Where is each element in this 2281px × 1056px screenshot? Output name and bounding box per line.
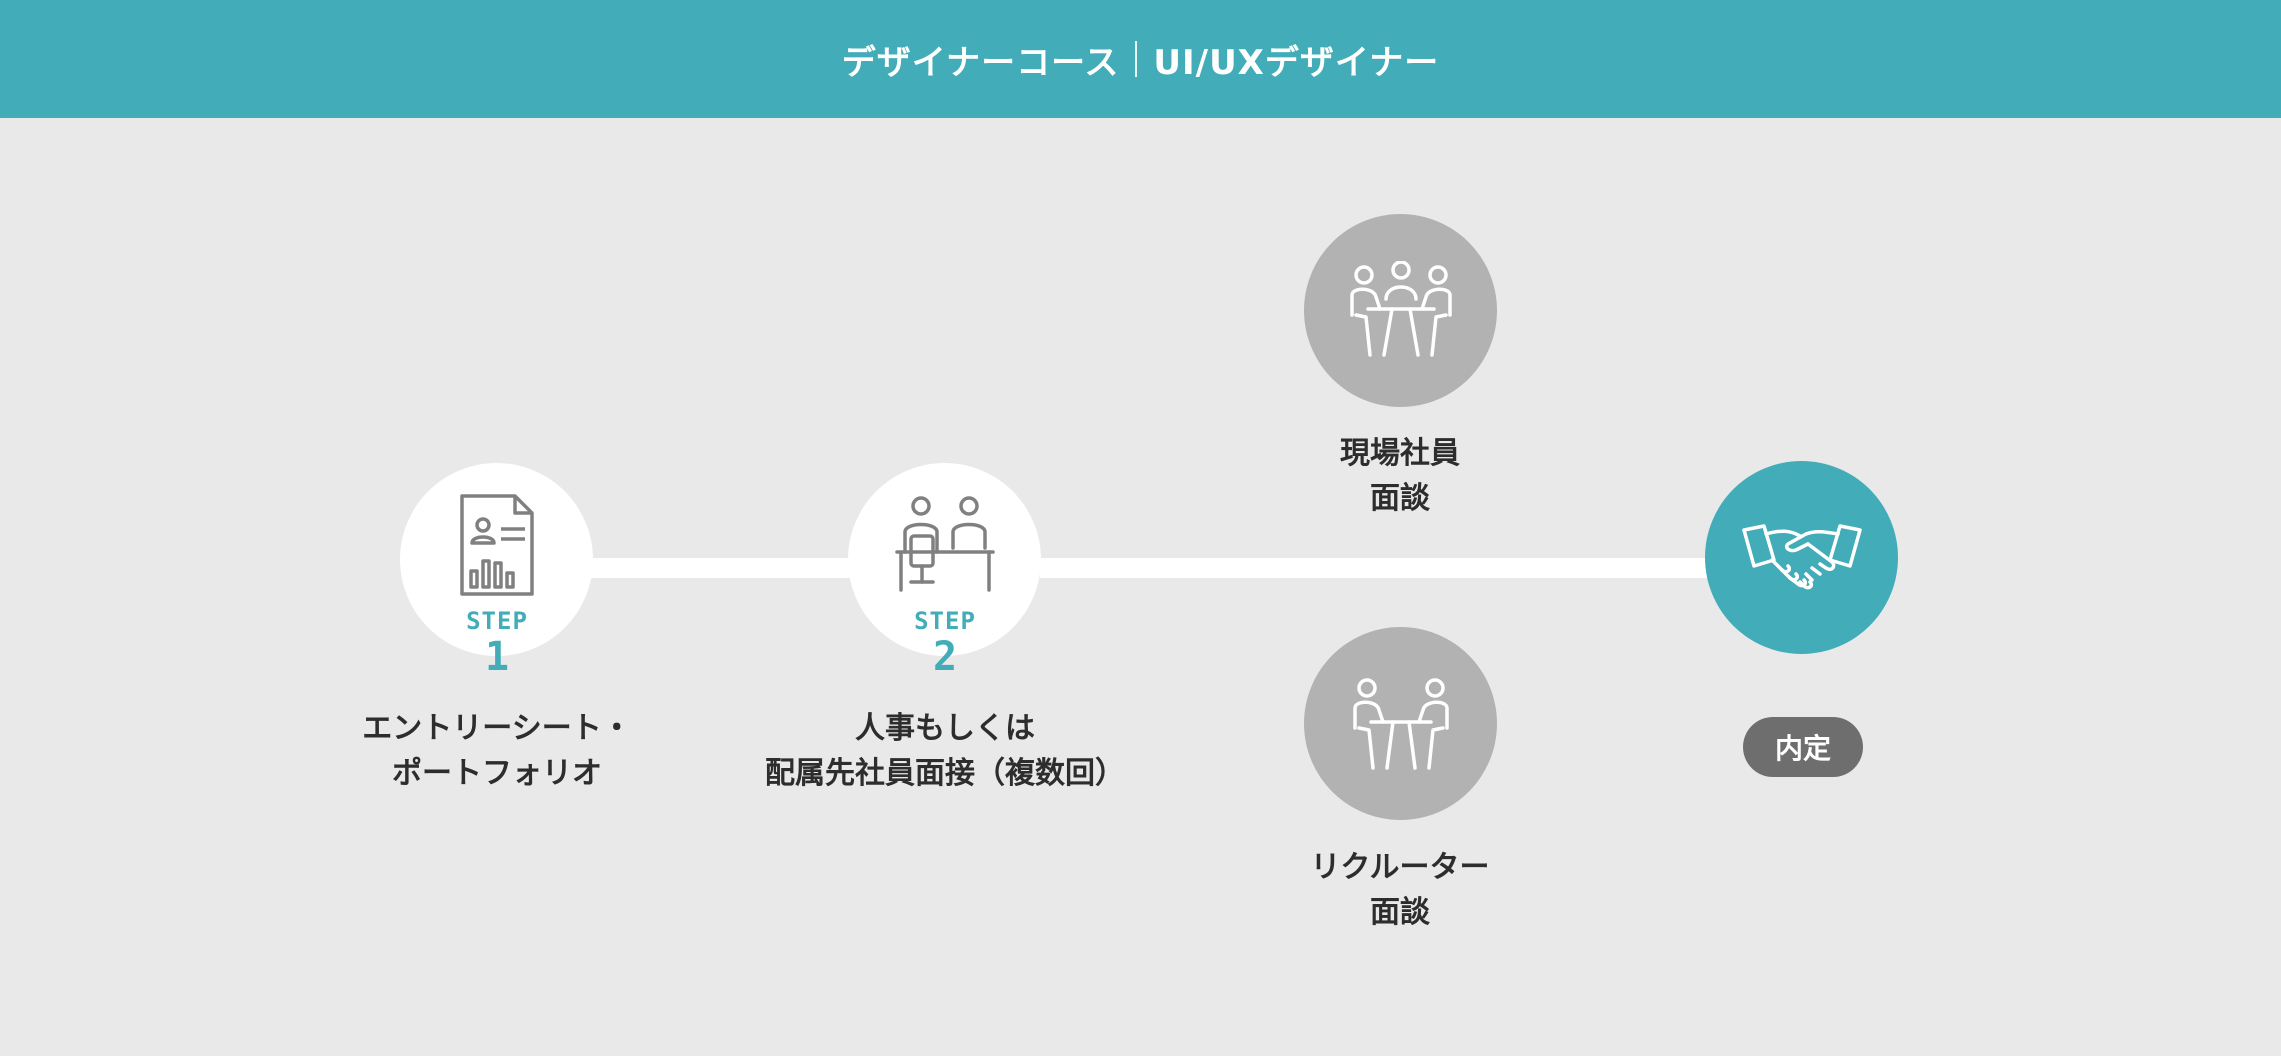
one-on-one-meeting-icon	[1349, 676, 1453, 772]
group-meeting-icon	[1346, 260, 1456, 361]
offer-badge: 内定	[1743, 717, 1863, 777]
step1-circle	[400, 463, 593, 656]
step1-label: STEP 1	[447, 607, 547, 677]
step-word: STEP	[466, 607, 528, 635]
step2-label: STEP 2	[895, 607, 995, 677]
step1-caption: エントリーシート・ ポートフォリオ	[297, 706, 697, 796]
caption-line: 面談	[1370, 481, 1430, 516]
branch-field-staff-caption: 現場社員 面談	[1200, 431, 1600, 521]
caption-line: ポートフォリオ	[392, 756, 602, 791]
header-course-name: デザイナーコース	[841, 42, 1120, 83]
header-role-name: UI/UXデザイナー	[1153, 42, 1440, 83]
interview-desk-icon	[893, 495, 997, 594]
caption-line: エントリーシート・	[362, 711, 632, 746]
step-number: 1	[484, 634, 510, 680]
header-divider	[1135, 41, 1138, 77]
step2-circle	[848, 463, 1041, 656]
branch-field-staff-circle	[1304, 214, 1497, 407]
course-header: デザイナーコース UI/UXデザイナー	[0, 0, 2281, 118]
handshake-icon	[1740, 522, 1864, 594]
branch-recruiter-circle	[1304, 627, 1497, 820]
connector-step1-step2	[590, 558, 855, 578]
caption-line: 配属先社員面接（複数回）	[765, 756, 1125, 791]
step-word: STEP	[914, 607, 976, 635]
caption-line: リクルーター	[1310, 850, 1490, 885]
caption-line: 面談	[1370, 895, 1430, 930]
step-number: 2	[932, 634, 958, 680]
resume-document-icon	[459, 493, 535, 597]
connector-step2-final	[1040, 558, 1710, 578]
caption-line: 現場社員	[1340, 436, 1460, 471]
caption-line: 人事もしくは	[855, 711, 1035, 746]
branch-recruiter-caption: リクルーター 面談	[1200, 845, 1600, 935]
final-offer-circle	[1705, 461, 1898, 654]
step2-caption: 人事もしくは 配属先社員面接（複数回）	[725, 706, 1165, 796]
